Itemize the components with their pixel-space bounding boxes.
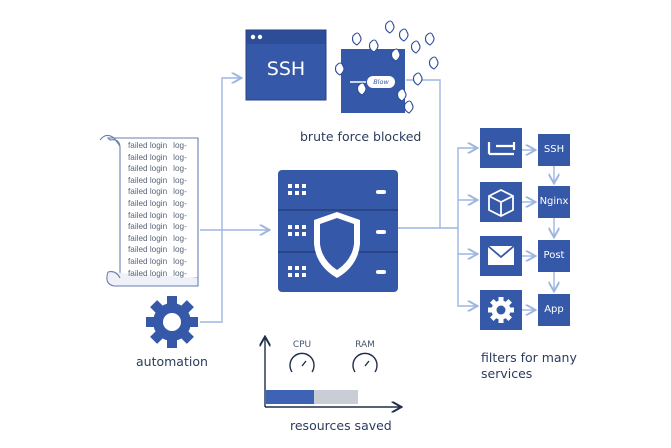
brute-force-caption: brute force blocked — [300, 129, 422, 144]
attack-marker-icon — [334, 62, 345, 76]
log-line: failed login log- — [128, 210, 196, 222]
log-line-suffix: log- — [173, 210, 187, 220]
connector-to-filter-4 — [457, 254, 476, 306]
attack-marker-icon — [368, 39, 379, 53]
ssh-window-label: SSH — [266, 58, 306, 80]
cube-icon — [488, 188, 514, 218]
log-line-suffix: log- — [173, 152, 187, 162]
connector-log-to-ssh — [221, 78, 240, 230]
service-box-1 — [538, 134, 570, 166]
log-line: failed login log- — [128, 186, 196, 198]
log-line-text: failed login — [128, 198, 168, 208]
blocked-window-tag: Blow — [373, 78, 389, 86]
log-line-suffix: log- — [173, 141, 187, 150]
attack-marker-icon — [351, 32, 362, 46]
service-boxes — [538, 134, 570, 326]
log-line-text: failed login — [128, 164, 168, 174]
log-line: failed login log- — [128, 244, 196, 256]
log-line-suffix: log- — [173, 198, 187, 208]
log-line-text: failed login — [128, 256, 168, 266]
log-line-text: failed login — [128, 245, 168, 255]
filter-icon-boxes — [480, 128, 522, 330]
service-label-4: App — [544, 304, 564, 315]
log-line: failed login log- — [128, 221, 196, 233]
log-line-text: failed login — [128, 268, 168, 278]
log-line-text: failed login — [128, 222, 168, 232]
gauge-icon — [352, 352, 378, 373]
resources-caption: resources saved — [290, 418, 392, 433]
resources-used-bar — [266, 390, 314, 404]
terminal-icon — [487, 142, 516, 156]
attack-marker-icon — [396, 88, 407, 102]
log-line-suffix: log- — [173, 268, 187, 278]
ssh-window-icon — [245, 29, 327, 101]
attack-marker-icon — [403, 100, 414, 114]
service-label-2: Nginx — [539, 196, 569, 207]
attack-marker-icon — [412, 72, 423, 86]
server-shield-icon — [278, 170, 398, 292]
log-line-text: failed login — [128, 210, 168, 220]
attack-markers — [334, 20, 439, 114]
attack-marker-icon — [390, 48, 401, 62]
log-line-suffix: log- — [173, 256, 187, 266]
connector-automation-to-server — [200, 230, 223, 323]
log-line: failed login log- — [128, 268, 196, 280]
service-label-1: SSH — [543, 144, 565, 155]
log-line: failed login log- — [128, 198, 196, 210]
log-scroll-icon — [99, 134, 199, 287]
log-line-suffix: log- — [173, 233, 187, 243]
log-line-suffix: log- — [173, 164, 187, 174]
resources-saved-bar — [314, 390, 358, 404]
log-line-text: failed login — [128, 233, 168, 243]
log-line: failed login log- — [128, 233, 196, 245]
automation-gear-icon — [146, 296, 198, 348]
service-box-2 — [538, 186, 570, 218]
filters-caption-line2: services — [481, 366, 533, 381]
resources-chart — [265, 338, 400, 407]
log-line-text: failed login — [128, 141, 168, 150]
filter-box-terminal — [480, 128, 522, 168]
attack-marker-icon — [384, 20, 395, 34]
mail-icon — [487, 245, 515, 265]
ram-gauge-label: RAM — [355, 340, 375, 350]
automation-caption: automation — [136, 354, 208, 369]
attack-marker-icon — [424, 32, 435, 46]
connector-to-filter-3 — [457, 228, 476, 254]
log-line: failed login log- — [128, 256, 196, 268]
log-line-text: failed login — [128, 152, 168, 162]
service-box-4 — [538, 294, 570, 326]
log-line-text: failed login — [128, 187, 168, 197]
log-line: failed login log- — [128, 163, 196, 175]
log-line-suffix: log- — [173, 222, 187, 232]
log-line-text: failed login — [128, 175, 168, 185]
gauge-icon — [289, 352, 315, 373]
attack-marker-icon — [428, 56, 439, 70]
cpu-gauge-label: CPU — [292, 340, 312, 350]
service-label-3: Post — [543, 250, 565, 261]
attack-marker-icon — [410, 40, 421, 54]
log-line-suffix: log- — [173, 245, 187, 255]
filters-caption-line1: filters for many — [481, 350, 577, 365]
log-line: failed login log- — [128, 140, 196, 152]
service-box-3 — [538, 240, 570, 272]
log-line-suffix: log- — [173, 175, 187, 185]
log-line-suffix: log- — [173, 187, 187, 197]
log-line: failed login log- — [128, 175, 196, 187]
gear-icon — [488, 297, 514, 323]
log-line: failed login log- — [128, 152, 196, 164]
attack-marker-icon — [398, 28, 409, 42]
attack-marker-icon — [356, 82, 367, 96]
connector-to-filter-1 — [440, 148, 476, 229]
log-lines: failed login log-failed login log-failed l… — [128, 140, 196, 279]
